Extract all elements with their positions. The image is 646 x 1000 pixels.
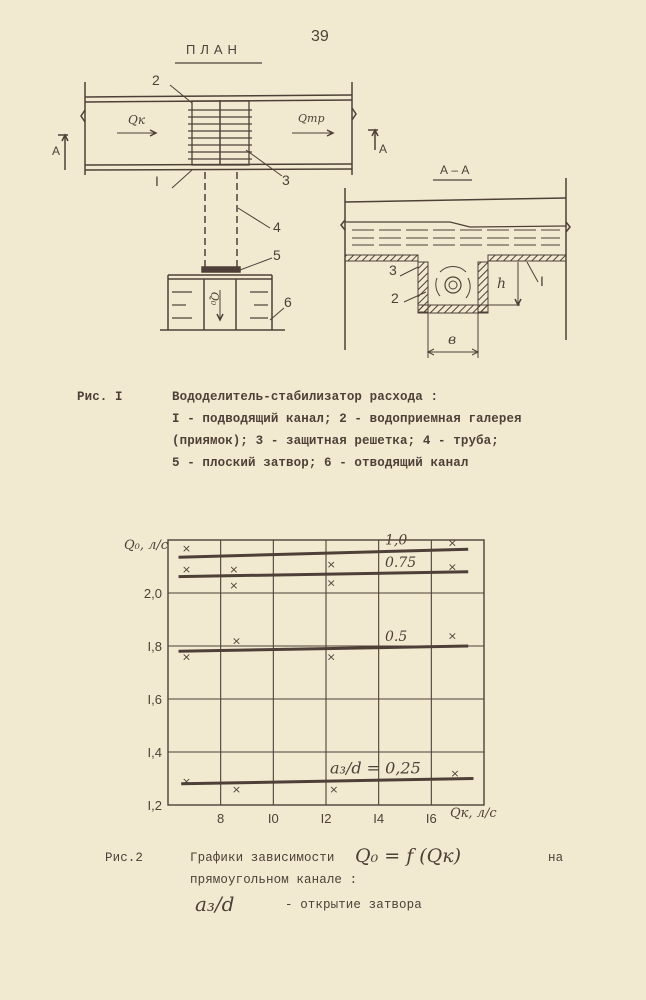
data-point: × [182, 651, 191, 664]
figure1-caption-line4: 5 - плоский затвор; 6 - отводящий канал [172, 456, 469, 470]
label-2: 2 [152, 72, 160, 88]
x-tick-label: I6 [426, 811, 437, 826]
y-axis-label: Q₀, л/с [124, 538, 169, 553]
series-line [181, 777, 474, 786]
data-point: × [232, 635, 241, 648]
figure2-caption-line2: прямоугольном канале : [190, 873, 358, 887]
transit-flow-label: Qтр [298, 112, 325, 125]
figure1-caption-line3: (приямок); 3 - защитная решетка; 4 - тру… [172, 434, 499, 448]
series-line [178, 644, 469, 653]
data-point: × [327, 558, 336, 571]
x-tick-label: I4 [373, 811, 384, 826]
data-point: × [448, 561, 457, 574]
data-point: × [182, 775, 191, 788]
label-5: 5 [273, 247, 281, 263]
figure2-caption-line1-end: на [548, 851, 564, 865]
data-point: × [229, 579, 238, 592]
x-tick-label: 8 [217, 811, 224, 826]
section-label-2: 2 [391, 290, 399, 306]
x-tick-label: I2 [321, 811, 332, 826]
y-tick-label: I,4 [148, 745, 162, 760]
figure1-caption-line1: Вододелитель-стабилизатор расхода : [172, 390, 439, 404]
figure1-drawing [58, 62, 571, 358]
y-tick-label: I,6 [148, 692, 162, 707]
page-number: 39 [311, 28, 329, 45]
series-label: 0.75 [385, 555, 416, 571]
section-a-a-view [340, 178, 571, 358]
section-title: А – А [440, 163, 470, 177]
x-tick-label: I0 [268, 811, 279, 826]
outflow-label: Q₀ [208, 291, 222, 306]
figure1-caption-line2: I - подводящий канал; 2 - водоприемная г… [172, 412, 522, 426]
figure2-number: Рис.2 [105, 851, 144, 865]
figure2-formula: Q₀ = f (Qк) [355, 845, 462, 867]
series-label: a₃/d = 0,25 [330, 759, 421, 778]
section-label-3: 3 [389, 262, 397, 278]
figure2-symbol: a₃/d [195, 892, 235, 916]
section-mark-left: A [52, 144, 61, 158]
height-label: h [497, 276, 507, 292]
figure2-caption-line3: - открытие затвора [285, 898, 422, 912]
y-tick-label: I,8 [148, 639, 162, 654]
figure1-number: Рис. I [77, 390, 123, 404]
series-label: 1,0 [385, 532, 407, 548]
section-mark-right: A [379, 142, 388, 156]
data-point: × [450, 767, 459, 780]
series-label: 0.5 [385, 629, 407, 645]
plan-view [58, 62, 379, 331]
x-axis-label: Qк, л/с [450, 806, 497, 821]
plot-frame [167, 539, 485, 806]
y-tick-label: 2,0 [144, 586, 162, 601]
inflow-label: Qк [128, 113, 146, 127]
figure2-caption-line1: Графики зависимости [190, 851, 335, 865]
data-point: × [232, 783, 241, 796]
data-point: × [182, 542, 191, 555]
label-3: 3 [282, 172, 290, 188]
data-point: × [329, 783, 338, 796]
width-label: в [448, 332, 457, 348]
data-point: × [327, 651, 336, 664]
series-line [178, 547, 469, 559]
data-point: × [182, 563, 191, 576]
series-line [178, 570, 469, 579]
data-point: × [327, 576, 336, 589]
section-label-1: I [540, 273, 544, 289]
plan-title: ПЛАН [186, 42, 242, 57]
data-point: × [229, 563, 238, 576]
label-4: 4 [273, 219, 281, 235]
label-6: 6 [284, 294, 292, 310]
data-point: × [448, 629, 457, 642]
label-1: I [155, 173, 159, 189]
y-tick-label: I,2 [148, 798, 162, 813]
data-point: × [448, 537, 457, 550]
